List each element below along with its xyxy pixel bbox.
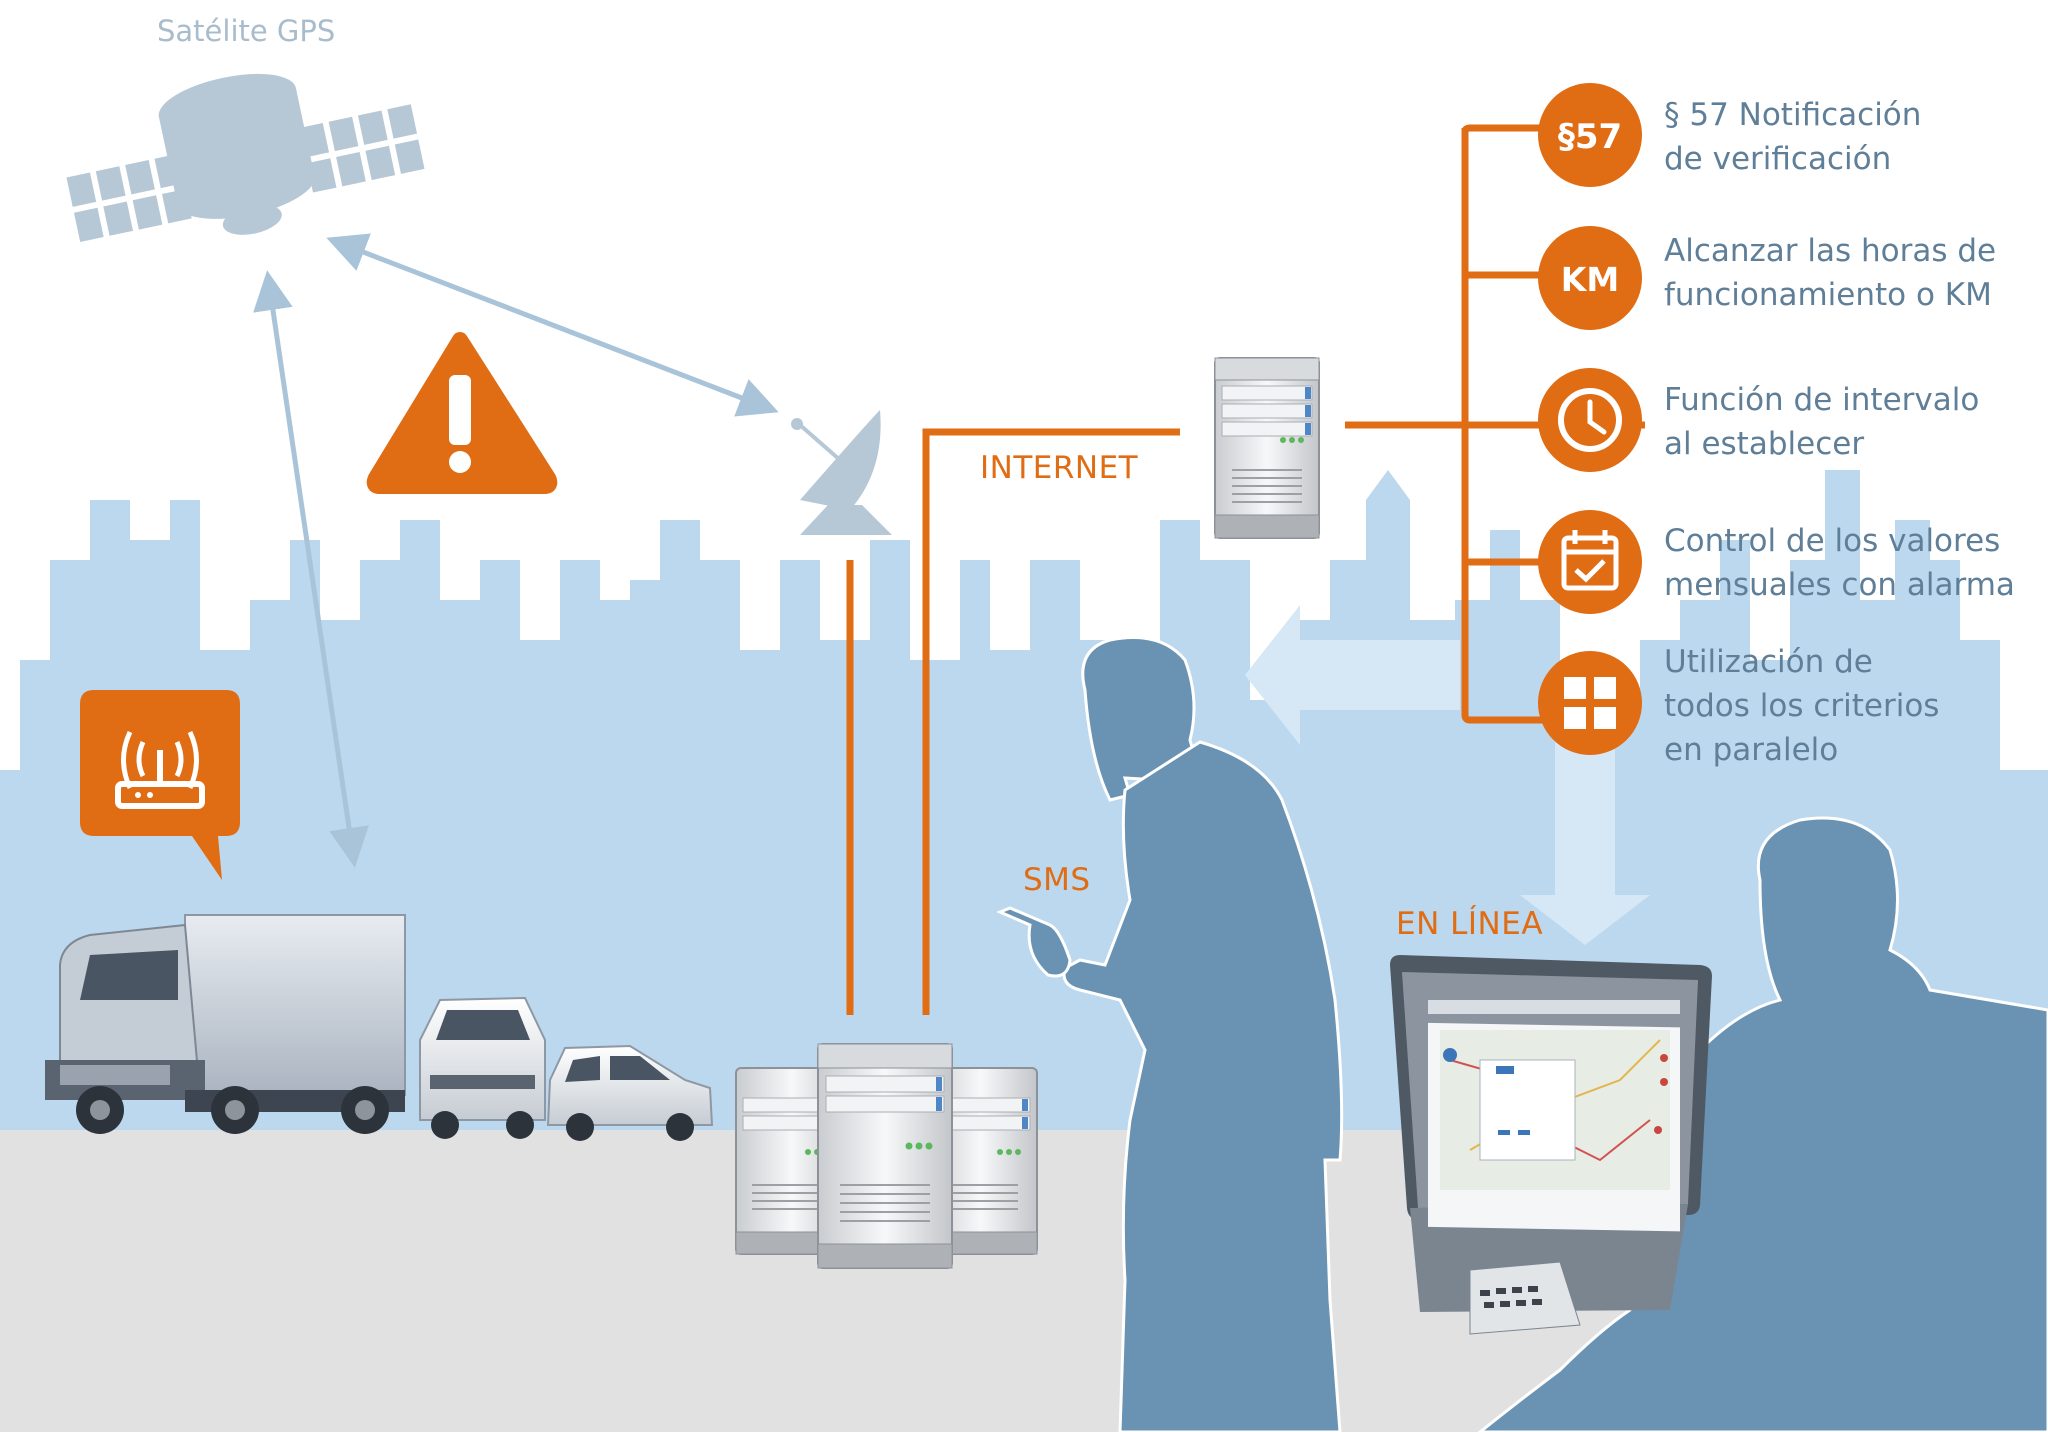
- feature-text-line: funcionamiento o KM: [1664, 277, 1992, 313]
- km-badge: KM: [1561, 260, 1619, 299]
- internet-server-icon: [1214, 357, 1320, 539]
- satellite-dish-icon: [791, 410, 892, 535]
- feature-text-line: al establecer: [1664, 426, 1865, 462]
- warning-icon: [366, 332, 558, 494]
- feature-text-line: en paralelo: [1664, 732, 1839, 768]
- feature-operating-hours-km: Alcanzar las horas de funcionamiento o K…: [1664, 229, 1996, 317]
- feature-text-line: Alcanzar las horas de: [1664, 233, 1997, 269]
- feature-text-line: todos los criterios: [1664, 688, 1940, 724]
- feature-text-line: de verificación: [1664, 141, 1892, 177]
- feature-parallel-criteria: Utilización de todos los criterios en pa…: [1664, 640, 1939, 772]
- km-icon: KM: [1538, 226, 1642, 330]
- feature-text-line: Control de los valores: [1664, 523, 2001, 559]
- feature-text-line: § 57 Notificación: [1664, 97, 1922, 133]
- feature-text-line: mensuales con alarma: [1664, 567, 2015, 603]
- online-label: EN LÍNEA: [1396, 906, 1544, 942]
- satellite-dish-link-arrow: [326, 233, 779, 417]
- gps-tracker-icon: [80, 690, 240, 880]
- feature-text-line: Función de intervalo: [1664, 382, 1980, 418]
- clock-icon: [1538, 368, 1642, 472]
- network-connections: [846, 124, 1645, 1015]
- satellite-icon: [66, 73, 425, 243]
- computer-monitor: [1390, 955, 1712, 1335]
- flow-arrow-left: [1245, 605, 1460, 745]
- gps-downlink-arrow: [253, 270, 369, 868]
- calendar-check-icon: [1538, 510, 1642, 614]
- feature-icons: §57 KM: [1538, 83, 1642, 755]
- server-cluster-icon: [735, 1043, 1038, 1269]
- car: [546, 1044, 714, 1141]
- flow-arrow-down: [1520, 740, 1650, 945]
- truck: [45, 914, 406, 1134]
- satellite-label: Satélite GPS: [157, 14, 336, 48]
- man-with-phone-silhouette: [996, 636, 1344, 1432]
- sms-label: SMS: [1023, 862, 1091, 898]
- internet-label: INTERNET: [980, 450, 1139, 486]
- feature-text-line: Utilización de: [1664, 644, 1873, 680]
- seated-man-silhouette: [1477, 816, 2048, 1432]
- section-57-badge: §57: [1558, 117, 1622, 157]
- feature-monthly-alarm: Control de los valores mensuales con ala…: [1664, 519, 2015, 607]
- feature-verification-notice: § 57 Notificación de verificación: [1664, 93, 1921, 181]
- section-57-icon: §57: [1538, 83, 1642, 187]
- feature-interval-function: Función de intervalo al establecer: [1664, 378, 1979, 466]
- van: [419, 996, 546, 1139]
- grid-icon: [1538, 651, 1642, 755]
